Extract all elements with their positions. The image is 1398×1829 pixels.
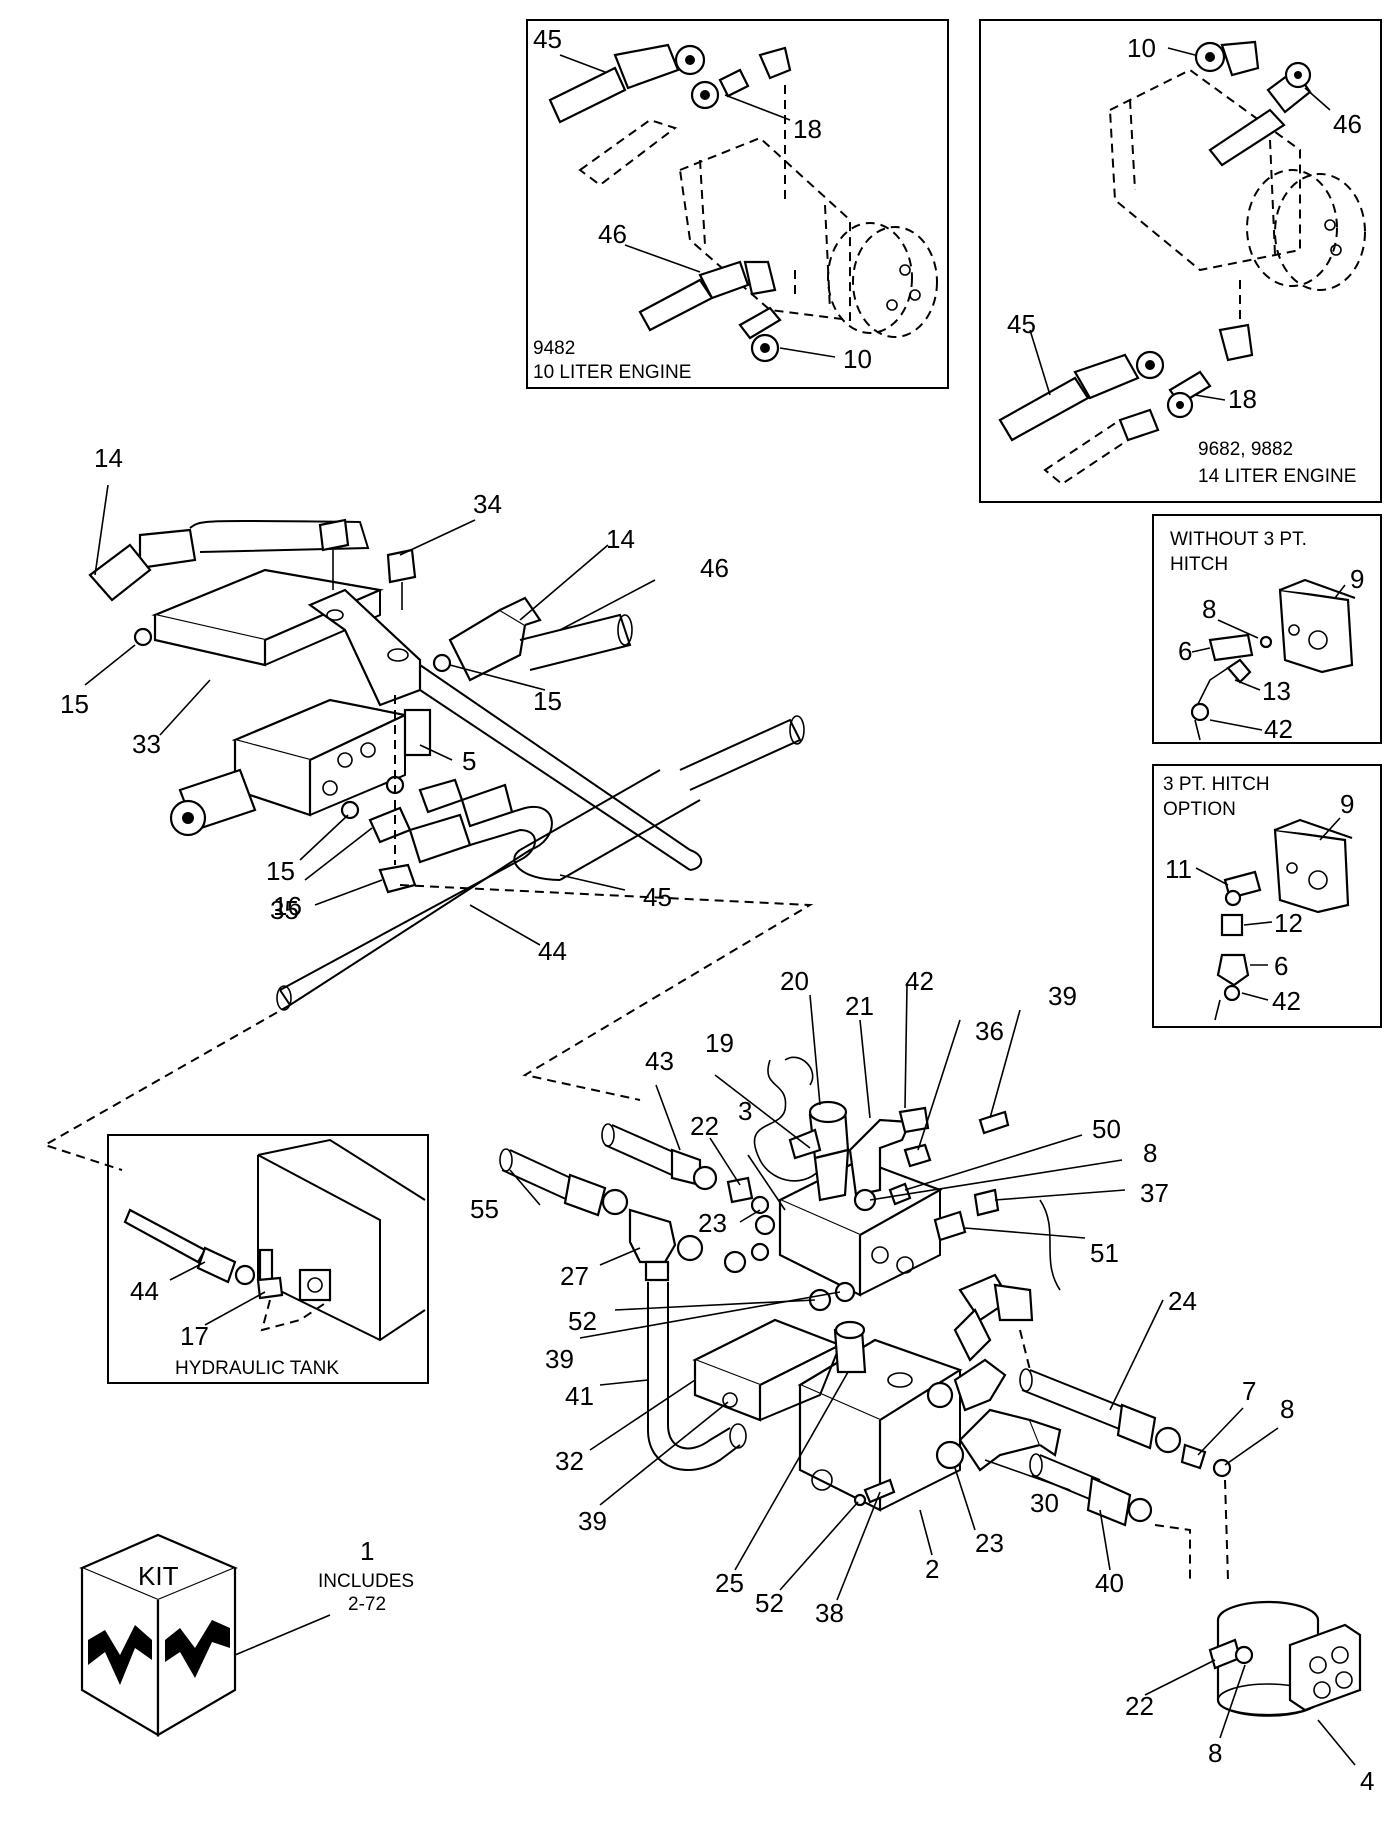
callout-35-holder: 35	[270, 895, 299, 925]
kit-badge	[79, 1533, 331, 1737]
upper-assembly	[42, 484, 814, 1171]
inset-10-liter	[526, 19, 949, 389]
inset-14-liter	[979, 19, 1382, 503]
inset-hydraulic-tank	[107, 1134, 429, 1384]
inset-without-hitch	[1152, 514, 1382, 744]
lower-assembly	[499, 984, 1362, 1766]
inset-hitch-option	[1152, 764, 1382, 1028]
